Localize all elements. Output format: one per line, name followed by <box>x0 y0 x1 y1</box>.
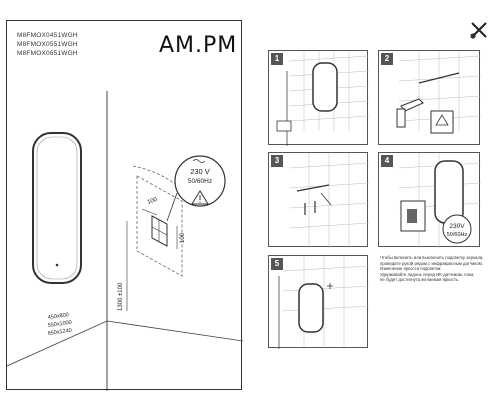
model-list: M8FMOX0451WGH M8FMOX0551WGH M8FMOX0651WG… <box>17 31 78 58</box>
step-panel-4: 4 230V 50/60Hz <box>378 152 481 248</box>
step-panel-5: 5 <box>268 255 369 349</box>
ac-wave-icon <box>192 159 206 163</box>
note-line: Изменение яркости подсветки: <box>380 266 442 272</box>
note-line: Удерживайте ладонь перед ИК-датчиком, по… <box>380 271 474 277</box>
sensor-dot <box>55 263 59 267</box>
brand-logo: AM.PM <box>159 33 238 58</box>
wall-anchor-icon <box>304 201 316 215</box>
model-code: M8FMOX0651WGH <box>17 50 78 57</box>
callout-frequency: 50/60Hz <box>188 178 212 185</box>
tape-measure-icon <box>276 120 292 132</box>
step-1-drawing <box>276 51 369 146</box>
size-label: 550x1000 <box>47 320 72 329</box>
note-line: не будет достигнута желаемая яркость. <box>380 277 460 283</box>
model-code: M8FMOX0451WGH <box>17 32 78 39</box>
mounting-rail <box>418 72 460 84</box>
note-line: проведите рукой рядом с инфракрасным дат… <box>380 260 483 266</box>
box-width-label: 100 <box>147 197 159 206</box>
mirror-shape <box>32 132 82 284</box>
step-number: 5 <box>271 258 283 270</box>
step-number: 3 <box>271 155 283 167</box>
step-number: 4 <box>381 155 393 167</box>
mirror-inner <box>36 136 78 280</box>
box-height-label: 100 <box>180 232 186 243</box>
model-code: M8FMOX0551WGH <box>17 41 78 48</box>
tools-icon <box>470 22 487 39</box>
step-panel-1: 1 <box>268 50 369 146</box>
size-label: 450x800 <box>47 312 69 321</box>
step-panel-2: 2 <box>378 50 481 145</box>
step-3-drawing <box>288 153 369 248</box>
step-frequency: 50/60Hz <box>447 232 468 238</box>
callout-leader <box>166 192 178 222</box>
installation-drawing: 230 V 50/60Hz 100 100 1300 ±100 450x800 … <box>7 91 243 391</box>
step-voltage: 230V <box>449 223 465 230</box>
mount-height-label: 1300 ±100 <box>118 282 124 311</box>
step-number: 1 <box>271 53 283 65</box>
floor-line-left <box>7 320 108 367</box>
dim-line-width <box>141 208 158 216</box>
sensor-instructions: Чтобы включить или выключить подсветку з… <box>380 255 486 283</box>
main-product-panel: M8FMOX0451WGH M8FMOX0551WGH M8FMOX0651WG… <box>6 20 243 391</box>
step-number: 2 <box>381 53 393 65</box>
note-line: Чтобы включить или выключить подсветку з… <box>380 255 484 260</box>
step-5-drawing <box>278 256 369 349</box>
mirror-shape <box>434 160 464 224</box>
power-callout-circle <box>174 155 226 207</box>
step-panel-3: 3 <box>268 152 369 248</box>
wall-zone-outline <box>136 175 183 277</box>
warning-triangle-icon <box>435 114 449 126</box>
power-callout-circle <box>442 214 472 244</box>
mounting-rail <box>296 184 330 192</box>
step-2-drawing <box>396 51 481 134</box>
mirror-shape <box>298 283 324 333</box>
mirror-shape <box>312 62 338 112</box>
size-label: 650x1240 <box>47 328 72 337</box>
step-4-drawing: 230V 50/60Hz <box>398 153 481 248</box>
callout-voltage: 230 V <box>190 167 210 176</box>
floor-line-right <box>106 320 243 342</box>
